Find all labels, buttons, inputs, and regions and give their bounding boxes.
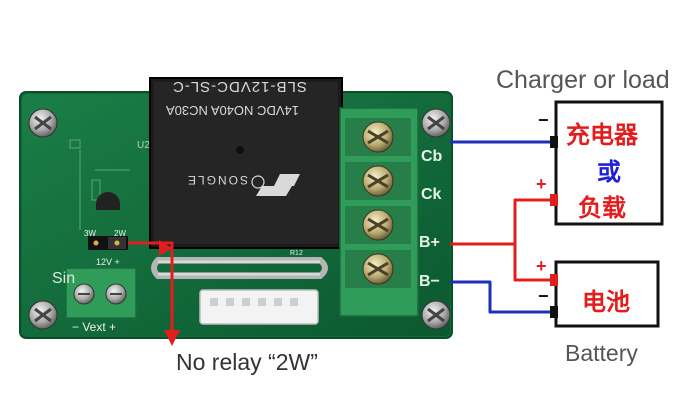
relay-model-text: SLB-12VDC-SL-C <box>172 78 307 95</box>
vext-label: − Vext + <box>72 320 117 334</box>
battery-minus-sign: − <box>538 286 549 306</box>
terminal-screw-icon <box>362 209 394 241</box>
charger-load-box <box>554 100 664 226</box>
jumper-2w-label: 2W <box>114 229 126 238</box>
battery-box-text: 电池 <box>582 288 630 316</box>
no-relay-label: No relay “2W” <box>176 349 318 375</box>
battery-plus-sign: + <box>536 256 547 276</box>
input-terminal-block <box>65 267 137 319</box>
jumper-icon <box>88 236 128 250</box>
white-connector-icon <box>199 289 319 325</box>
terminal-label-bminus: B− <box>419 273 440 290</box>
load-minus-terminal <box>550 136 558 148</box>
terminal-label-cb: Cb <box>421 148 443 165</box>
terminal-label-bplus: B+ <box>419 234 440 251</box>
wire-bplus-to-load <box>450 198 550 246</box>
arrow-right-icon <box>159 240 172 256</box>
shunt-resistor-icon <box>151 257 328 279</box>
wire-bminus-to-battery <box>450 280 550 314</box>
relay-icon <box>149 77 343 249</box>
charger-or-load-label: Charger or load <box>496 66 670 94</box>
mounting-screw-icon <box>421 108 451 138</box>
voltage-label: 12V + <box>96 257 120 267</box>
wire-bplus-to-battery <box>513 244 550 282</box>
wiring <box>128 140 550 330</box>
battery-plus-terminal <box>550 274 558 286</box>
mounting-screw-icon <box>28 300 58 330</box>
battery-box <box>554 260 660 328</box>
mounting-screw-icon <box>28 108 58 138</box>
load-plus-sign: + <box>536 174 547 194</box>
load-box-text-charger: 充电器 <box>566 121 638 149</box>
mounting-screw-icon <box>421 300 451 330</box>
power-input-label: Sin <box>52 270 76 287</box>
relay-rating-text: 14VDC NO40A NC30A <box>166 103 299 118</box>
jumper-3w-label: 3W <box>84 229 96 238</box>
load-plus-terminal <box>550 194 558 206</box>
terminal-screw-icon <box>362 253 394 285</box>
arrow-down-icon <box>164 330 180 346</box>
transistor-icon <box>96 192 120 210</box>
terminal-label-ck: Ck <box>421 186 442 203</box>
terminal-screw-icon <box>362 121 394 153</box>
chip-ref-label: U2 <box>137 140 150 151</box>
load-box-text-load: 负载 <box>578 194 626 222</box>
relay-brand-text: SONGLE <box>186 173 249 187</box>
jumper-pointer-line <box>128 241 174 330</box>
terminal-screw-icon <box>362 165 394 197</box>
battery-minus-terminal <box>550 306 558 318</box>
resistor-ref-label: R12 <box>290 250 303 257</box>
load-minus-sign: − <box>538 110 549 130</box>
battery-label: Battery <box>565 340 638 366</box>
load-box-text-or: 或 <box>597 158 621 186</box>
